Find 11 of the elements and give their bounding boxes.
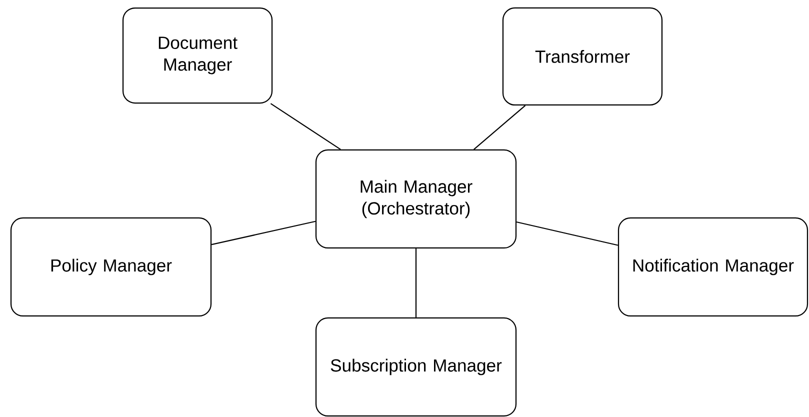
connector-line — [516, 221, 618, 246]
box: Notification Manager — [618, 217, 808, 317]
connector-line — [270, 103, 341, 150]
box: Transformer — [502, 7, 663, 106]
box: Subscription Manager — [315, 317, 517, 417]
box: Main Manager (Orchestrator) — [315, 149, 517, 249]
connector-line — [415, 248, 417, 318]
box: Policy Manager — [10, 217, 212, 317]
box: Document Manager — [122, 7, 273, 104]
connector-line — [474, 105, 526, 150]
connector-line — [211, 220, 316, 246]
